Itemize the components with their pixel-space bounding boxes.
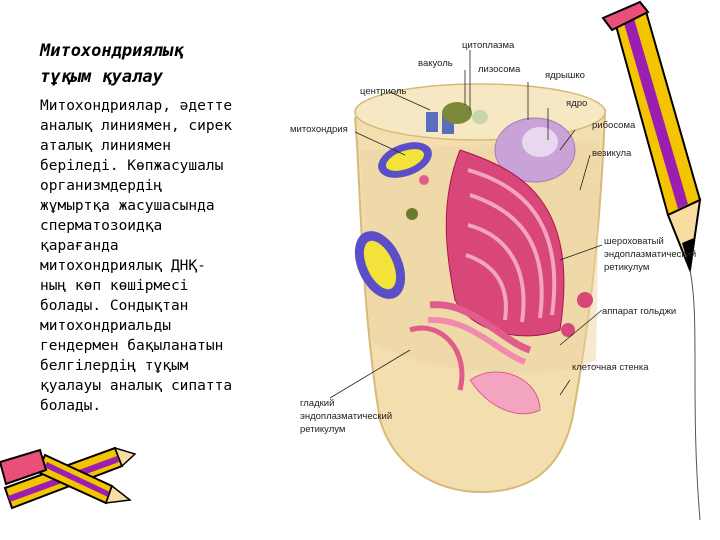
label-vacuole: вакуоль xyxy=(418,58,453,69)
title-line-2: тұқым қуалау xyxy=(40,67,163,87)
label-nucleus: ядро xyxy=(566,98,588,109)
label-vesicle: везикула xyxy=(592,148,632,159)
label-golgi: аппарат гольджи xyxy=(602,306,677,317)
label-smooth-er-line2: эндоплазматический xyxy=(300,411,393,422)
slide-title: Митохондриялық тұқым қуалау xyxy=(40,38,270,90)
pencil-icon xyxy=(601,0,702,521)
body-line: Митохондриялар, әдетте xyxy=(40,98,233,114)
body-line: қарағанда xyxy=(40,238,119,254)
body-line: болады. xyxy=(40,398,102,414)
body-line: митохондриялық ДНҚ- xyxy=(40,258,206,274)
body-line: жұмыртқа жасушасында xyxy=(40,198,215,214)
label-cytoplasm: цитоплазма xyxy=(462,40,515,51)
body-line: беріледі. Көпжасушалы xyxy=(40,158,224,174)
label-centriole: центриоль xyxy=(360,86,407,97)
body-line: ның көп көшірмесі xyxy=(40,278,189,294)
label-smooth-er-line1: гладкий xyxy=(300,398,335,409)
title-line-1: Митохондриялық xyxy=(40,41,184,61)
label-rough-er-line3: ретикулум xyxy=(604,262,650,273)
slide-body-text: Митохондриялар, әдетте аналық линиямен, … xyxy=(40,96,272,416)
pencil-icon xyxy=(0,446,137,510)
label-cell-membrane: клеточная стенка xyxy=(572,362,649,373)
body-line: белгілердің тұқым xyxy=(40,358,189,374)
body-line: сперматозоидқа xyxy=(40,218,163,234)
label-nucleolus: ядрышко xyxy=(545,70,585,81)
body-line: аталық линиямен xyxy=(40,138,171,154)
body-line: болады. Сондықтан xyxy=(40,298,189,314)
body-line: аналық линиямен, сирек xyxy=(40,118,233,134)
label-smooth-er-line3: ретикулум xyxy=(300,424,346,435)
label-rough-er-line1: шероховатый xyxy=(604,236,664,247)
label-rough-er-line2: эндоплазматический xyxy=(604,249,697,260)
label-ribosome: рибосома xyxy=(592,120,636,131)
cell-diagram xyxy=(329,50,607,494)
body-line: қуалауы аналық сипатта xyxy=(40,378,233,394)
label-mitochondria: митохондрия xyxy=(290,124,348,135)
label-lysosome: лизосома xyxy=(478,64,521,75)
body-line: гендермен бақыланатын xyxy=(40,338,224,354)
body-line: митохондриальды xyxy=(40,318,171,334)
body-line: организмдердің xyxy=(40,178,163,194)
